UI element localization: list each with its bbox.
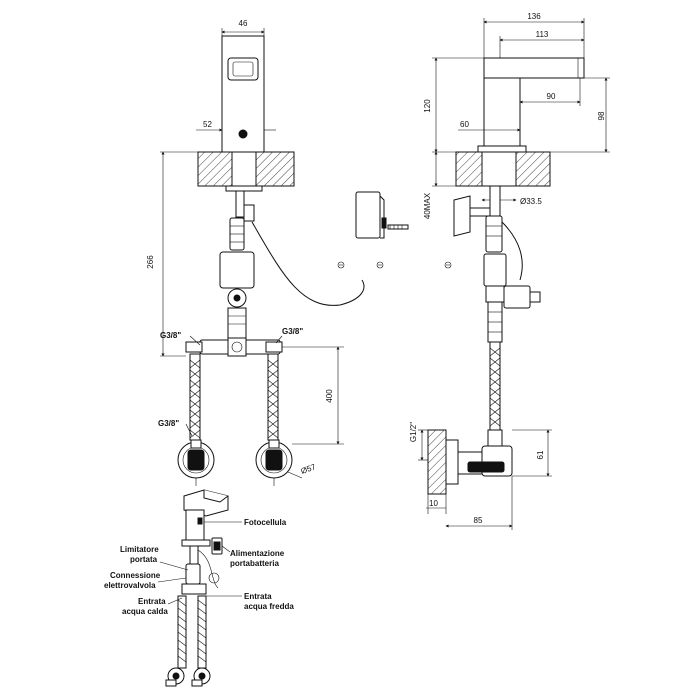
- dim-spout-reach: 113: [536, 30, 549, 39]
- hose-cold: [267, 353, 279, 441]
- hose-side: [489, 341, 501, 431]
- thread-label-left-lower: G3/8": [158, 419, 179, 428]
- dim-hose-length: 400: [325, 389, 334, 403]
- dim-wall-offset: 10: [429, 499, 438, 508]
- legend-flow-limiter-2: portata: [130, 555, 158, 564]
- dim-deck-thickness: 40MAX: [423, 192, 432, 219]
- dim-wall-thread: G1/2": [409, 422, 418, 442]
- legend-hot-2: acqua calda: [122, 607, 168, 616]
- dim-hole: Ø33.5: [520, 197, 542, 206]
- thread-label-right-upper: G3/8": [282, 327, 303, 336]
- dim-base-width: 60: [460, 120, 469, 129]
- deck-side-left: [455, 151, 483, 187]
- legend-battery-2: portabatteria: [230, 559, 279, 568]
- dim-overall-depth: 136: [527, 12, 541, 21]
- spout-outlet-front: [227, 57, 259, 81]
- solenoid-valve-side: [483, 253, 507, 287]
- legend-cold-2: acqua fredda: [244, 602, 294, 611]
- dim-valve-depth: 85: [474, 516, 483, 525]
- dim-valve-height: 61: [536, 450, 545, 459]
- legend-battery-1: Alimentazione: [230, 549, 285, 558]
- spout-side: [483, 57, 585, 79]
- legend-solenoid-1: Connessione: [110, 571, 161, 580]
- sensor-window: [238, 129, 248, 139]
- legend-solenoid-2: elettrovalvola: [104, 581, 156, 590]
- dim-spout-height: 98: [597, 111, 606, 120]
- hose-hot: [189, 353, 201, 441]
- dim-total-height: 266: [146, 255, 155, 269]
- legend-flow-limiter-1: Limitatore: [120, 545, 159, 554]
- side-view: 136 113 90 120 98 60 40MAX Ø33.5: [409, 12, 610, 530]
- legend-photocell: Fotocellula: [244, 518, 287, 527]
- dim-rosette: Ø57: [300, 462, 318, 476]
- thread-label-left-upper: G3/8": [160, 331, 181, 340]
- legend-hose-cold: [197, 595, 207, 669]
- deck-left: [197, 151, 233, 187]
- wall-section: [427, 429, 447, 495]
- legend-view: Fotocellula Limitatore portata Alimentaz…: [104, 489, 294, 687]
- angle-valve-hot: [177, 439, 215, 486]
- legend-hot-1: Entrata: [138, 597, 166, 606]
- deck-side-right: [515, 151, 551, 187]
- dim-body-height: 120: [423, 99, 432, 113]
- dim-top-width: 46: [239, 19, 248, 28]
- dim-spout-inner: 90: [547, 92, 556, 101]
- legend-hose-hot: [177, 595, 187, 669]
- battery-pack: [337, 191, 409, 269]
- legend-cold-1: Entrata: [244, 592, 272, 601]
- angle-valve-cold: [255, 439, 293, 486]
- front-view: 46 52 G3/8" G3/8": [146, 19, 365, 486]
- solenoid-valve-front: [219, 251, 255, 289]
- dim-sensor-height: 52: [203, 120, 212, 129]
- deck-right: [255, 151, 295, 187]
